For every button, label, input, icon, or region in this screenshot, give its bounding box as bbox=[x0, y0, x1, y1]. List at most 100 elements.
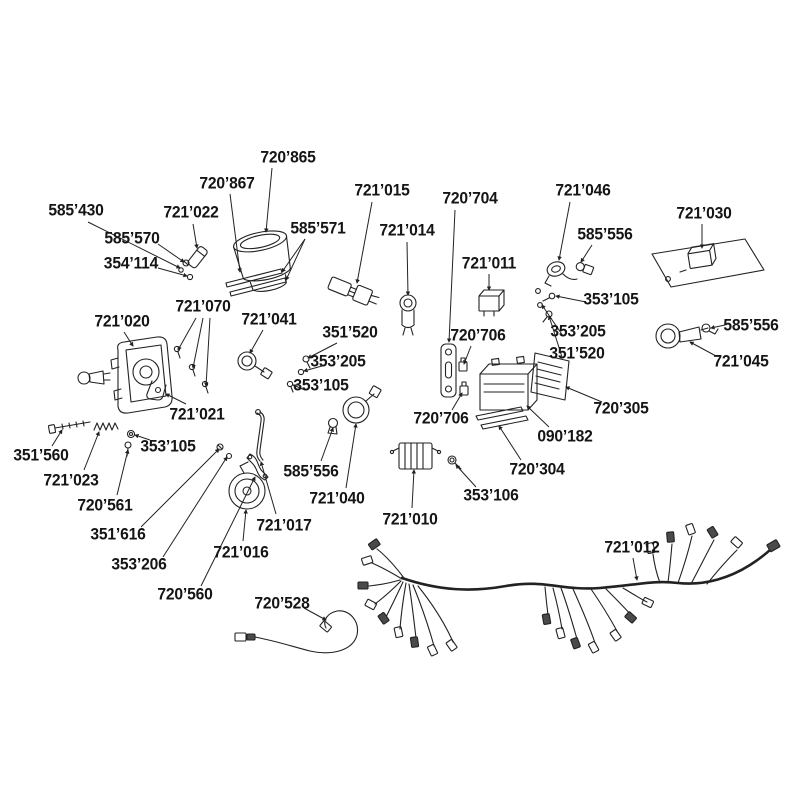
part-label: 585’430 bbox=[48, 200, 104, 220]
mounting-screws-drawing bbox=[173, 345, 209, 394]
battery-straps-drawing bbox=[475, 406, 529, 430]
part-label: 353’106 bbox=[463, 485, 519, 505]
vented-cover-drawing bbox=[530, 352, 570, 401]
part-label: 585’556 bbox=[577, 224, 633, 244]
leader-line bbox=[285, 238, 306, 281]
part-label: 585’556 bbox=[723, 315, 779, 335]
leader-line bbox=[463, 345, 472, 365]
leader-line bbox=[116, 449, 130, 496]
leader-line bbox=[455, 464, 477, 488]
leader-line bbox=[123, 331, 134, 347]
leader-line bbox=[710, 324, 726, 330]
part-label: 351’520 bbox=[322, 322, 378, 342]
leader-line bbox=[557, 201, 571, 261]
wiring-harness-drawing bbox=[357, 523, 781, 657]
part-label: 721’016 bbox=[213, 542, 269, 562]
part-label: 721’021 bbox=[169, 404, 225, 424]
small-bulb-icon bbox=[327, 417, 339, 435]
part-label: 585’571 bbox=[290, 218, 346, 238]
signal-fasteners-drawing bbox=[286, 355, 311, 393]
leader-line bbox=[134, 434, 151, 441]
leader-line bbox=[405, 241, 411, 296]
relay-drawing bbox=[478, 289, 505, 317]
right-signal-drawing bbox=[655, 323, 709, 349]
part-label: 721’012 bbox=[604, 537, 660, 557]
leader-line bbox=[498, 425, 522, 461]
part-label: 720’706 bbox=[450, 325, 506, 345]
part-label: 351’560 bbox=[13, 445, 69, 465]
ignition-switch-drawing bbox=[544, 261, 578, 287]
part-label: 720’704 bbox=[442, 188, 498, 208]
part-label: 720’305 bbox=[593, 398, 649, 418]
leader-line bbox=[51, 429, 63, 447]
leader-line bbox=[165, 393, 187, 405]
part-label: 721’015 bbox=[354, 180, 410, 200]
part-label: 353’105 bbox=[583, 289, 639, 309]
part-label: 721’045 bbox=[713, 351, 769, 371]
part-label: 351’616 bbox=[90, 524, 146, 544]
leader-line bbox=[157, 243, 185, 263]
leader-line bbox=[192, 223, 199, 249]
bulb-socket-drawing bbox=[399, 294, 417, 336]
part-label: 353’205 bbox=[310, 351, 366, 371]
part-label: 585’556 bbox=[283, 461, 339, 481]
round-lamp-drawing bbox=[342, 385, 382, 424]
part-label: 351’520 bbox=[549, 343, 605, 363]
leader-line bbox=[547, 315, 563, 358]
part-label: 721’020 bbox=[94, 311, 150, 331]
leader-line bbox=[411, 469, 417, 509]
part-label: 721’030 bbox=[676, 203, 732, 223]
leader-line bbox=[292, 384, 306, 391]
leader-line bbox=[632, 557, 639, 581]
headlamp-bulb-icon bbox=[77, 370, 111, 385]
leader-line bbox=[264, 167, 273, 233]
leader-line bbox=[355, 201, 373, 284]
front-signal-drawing bbox=[237, 351, 273, 380]
part-label: 721’017 bbox=[256, 515, 312, 535]
part-label: 721’014 bbox=[379, 220, 435, 240]
part-label: 721’046 bbox=[555, 180, 611, 200]
leader-line bbox=[303, 607, 327, 621]
right-bulb-icon bbox=[701, 323, 719, 335]
part-label: 720’867 bbox=[199, 173, 255, 193]
leader-line bbox=[191, 317, 204, 369]
part-label: 353’205 bbox=[550, 321, 606, 341]
part-label: 585’570 bbox=[104, 228, 160, 248]
part-label: 720’528 bbox=[254, 593, 310, 613]
part-label: 721’022 bbox=[163, 202, 219, 222]
part-label: 353’105 bbox=[293, 375, 349, 395]
part-label: 721’023 bbox=[43, 470, 99, 490]
part-label: 720’561 bbox=[77, 495, 133, 515]
leader-line bbox=[320, 427, 334, 462]
horn-fasteners-drawing bbox=[216, 443, 233, 460]
battery-drawing bbox=[479, 355, 538, 411]
leader-line bbox=[345, 423, 358, 489]
part-label: 354’114 bbox=[103, 253, 159, 273]
leader-line bbox=[580, 244, 593, 263]
part-label: 720’706 bbox=[413, 408, 469, 428]
leader-line bbox=[203, 317, 211, 387]
hex-bolt-drawing bbox=[447, 455, 462, 470]
leader-line bbox=[446, 209, 456, 343]
horn-drawing bbox=[228, 461, 266, 510]
part-label: 721’010 bbox=[382, 509, 438, 529]
speedometer-drawing bbox=[233, 230, 291, 292]
part-label: 353’206 bbox=[111, 554, 167, 574]
leader-line bbox=[157, 267, 188, 278]
leader-line bbox=[177, 317, 197, 351]
part-label: 720’865 bbox=[260, 147, 316, 167]
part-label: 720’304 bbox=[509, 459, 565, 479]
headlight-drawing bbox=[110, 336, 173, 414]
part-label: 721’011 bbox=[461, 253, 517, 273]
leader-line bbox=[229, 193, 242, 273]
leader-line bbox=[140, 448, 220, 528]
leader-line bbox=[303, 365, 323, 373]
ground-cable-drawing bbox=[234, 610, 359, 654]
leader-line bbox=[249, 329, 264, 354]
part-label: 090’182 bbox=[537, 426, 593, 446]
connector-plug-drawing bbox=[327, 276, 380, 306]
leader-line bbox=[555, 294, 587, 303]
right-fasteners-drawing bbox=[535, 288, 556, 323]
